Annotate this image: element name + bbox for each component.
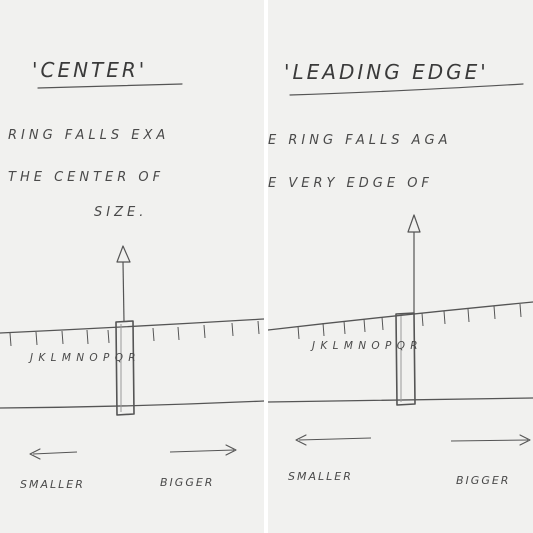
title-underline [289, 83, 524, 96]
smaller-arrowhead [295, 434, 307, 446]
center-panel: 'CENTER' RING FALLS EXA THE CENTER OF SI… [0, 0, 264, 533]
smaller-arrowhead [29, 448, 41, 460]
pointer-arrowhead [116, 245, 131, 263]
center-sketch [0, 83, 264, 460]
title-underline [37, 83, 183, 89]
bigger-arrow-line [169, 449, 235, 453]
leading-edge-sketch [268, 83, 533, 446]
ring-marker [115, 320, 135, 416]
pointer-arrowhead [407, 214, 421, 233]
panel-divider [264, 0, 268, 533]
leading-edge-bigger-label: BIGGER [456, 474, 511, 487]
center-title: 'CENTER' [32, 58, 148, 82]
center-text-line-2: THE CENTER OF [8, 170, 165, 185]
center-bigger-label: BIGGER [160, 476, 215, 489]
ruler-top-edge [268, 301, 533, 331]
leading-edge-smaller-label: SMALLER [288, 470, 353, 483]
smaller-arrow-line [298, 437, 372, 441]
bigger-arrowhead [519, 434, 531, 446]
leading-edge-title: 'LEADING EDGE' [284, 60, 489, 84]
bigger-arrow-line [450, 439, 529, 442]
center-text-line-1: RING FALLS EXA [8, 128, 170, 143]
leading-edge-text-line-2: E VERY EDGE OF [268, 176, 433, 191]
leading-edge-ring-sizes: J K L M N O P Q R [312, 340, 419, 352]
ruler-bottom-edge [0, 400, 264, 409]
ruler-ticks [297, 303, 522, 340]
smaller-arrow-line [32, 451, 78, 455]
leading-edge-panel: 'LEADING EDGE' E RING FALLS AGA E VERY E… [268, 0, 533, 533]
ring-marker [395, 312, 416, 406]
ruler-top-edge [0, 318, 264, 334]
ruler-bottom-edge [268, 397, 533, 403]
leading-edge-text-line-1: E RING FALLS AGA [268, 133, 452, 148]
center-ring-sizes: J K L M N O P Q R [30, 352, 137, 364]
ruler-ticks [9, 320, 260, 347]
bigger-arrowhead [225, 444, 237, 456]
center-text-line-3: SIZE. [94, 205, 148, 220]
center-smaller-label: SMALLER [20, 478, 85, 491]
pointer-line [122, 261, 125, 323]
